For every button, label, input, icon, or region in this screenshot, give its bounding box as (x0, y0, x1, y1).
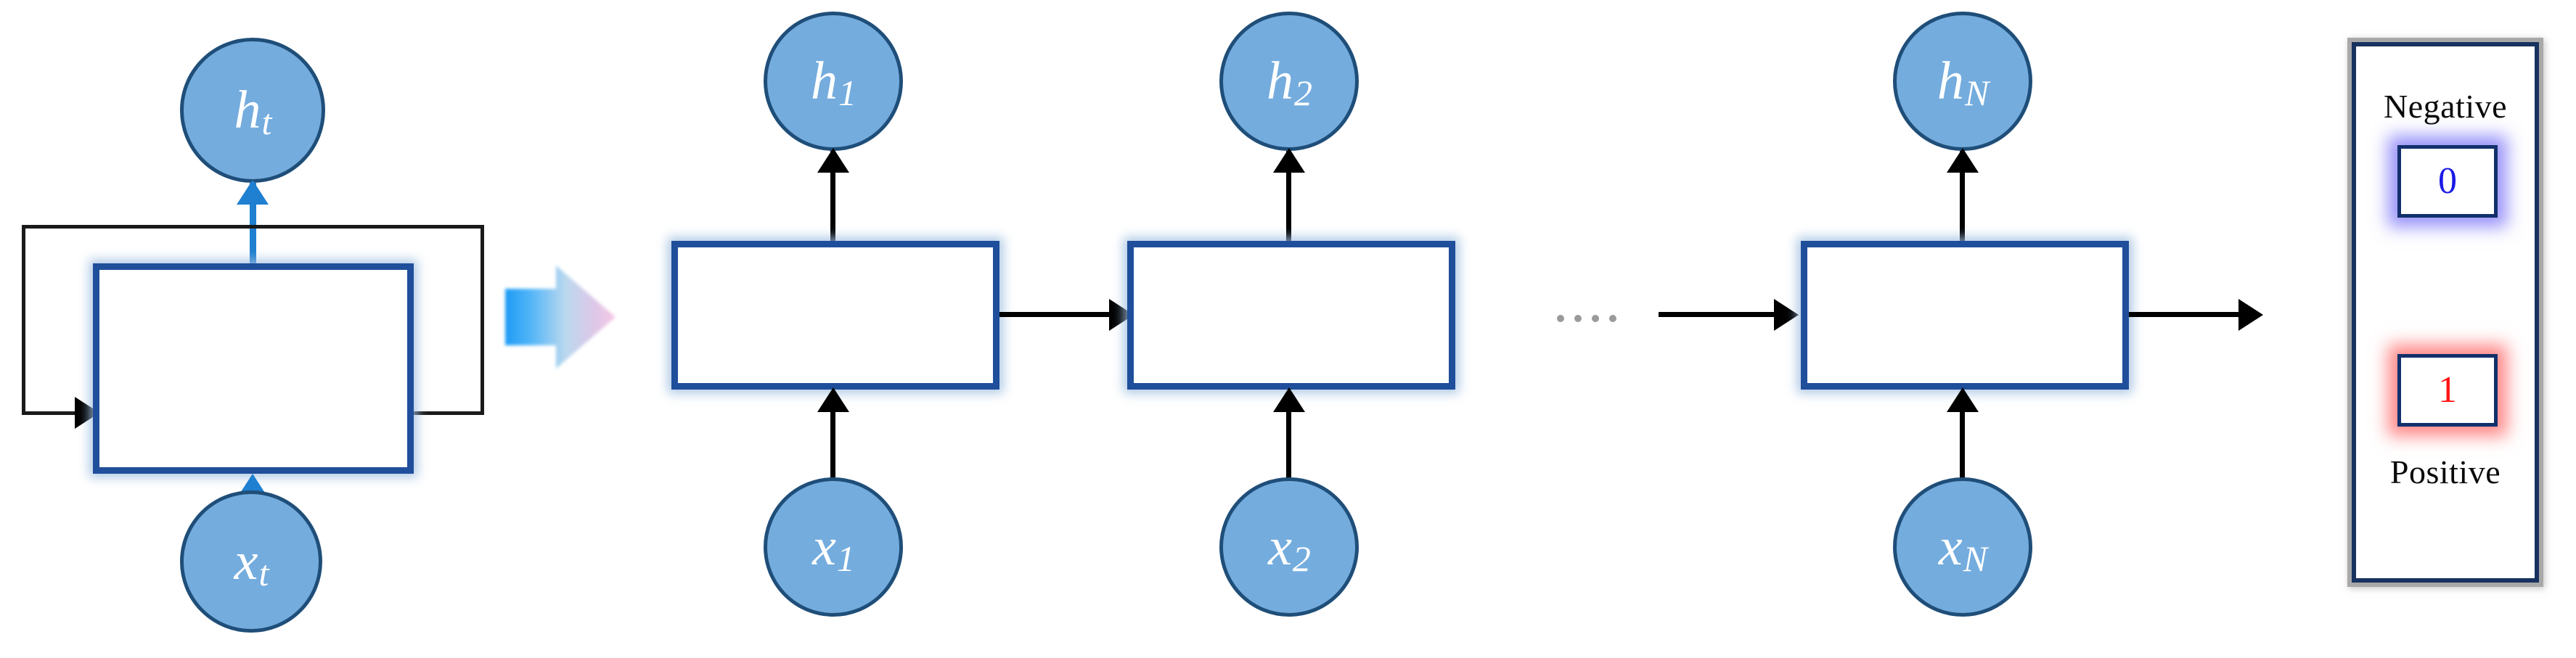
node-base-label: h (1937, 52, 1964, 111)
node-base-label: x (1938, 517, 1963, 577)
node-subscript-label: t (261, 102, 272, 142)
negative-class-chip[interactable]: 0 (2397, 145, 2498, 218)
classifier-input-arrow-head-icon (2238, 299, 2263, 331)
stepN-input-arrow-head-icon (1947, 387, 1979, 412)
positive-class-value: 1 (2438, 369, 2457, 411)
recurrent-loop-right (481, 225, 484, 415)
node-subscript-label: 1 (838, 73, 856, 113)
state-arrow-1-to-2-line (999, 312, 1116, 317)
positive-class-label: Positive (2389, 453, 2501, 490)
step1-input-arrow-head-icon (817, 387, 849, 412)
node-subscript-label: 2 (1292, 538, 1311, 579)
node-subscript-label: 1 (836, 538, 855, 579)
step2-input-arrow-line (1286, 392, 1291, 479)
step2-input-arrow-head-icon (1273, 387, 1305, 412)
step2-output-arrow-head-icon (1273, 148, 1305, 173)
node-base-label: h (234, 81, 261, 140)
node-subscript-label: 2 (1294, 73, 1312, 113)
unrolled-rnn-cell-2 (1127, 241, 1455, 390)
folded-output-arrow-line (250, 183, 256, 264)
folded-output-arrow-head-icon (237, 180, 269, 205)
recurrent-loop-bottom-left (22, 411, 102, 415)
folded-rnn-cell (93, 263, 414, 474)
stepN-output-arrow-line (1960, 151, 1965, 244)
recurrent-loop-left (22, 225, 25, 415)
stepN-input-arrow-line (1960, 392, 1965, 479)
node-base-label: h (811, 52, 838, 111)
step1-output-arrow-head-icon (817, 148, 849, 173)
classifier-input-arrow-line (2129, 312, 2245, 317)
ellipsis-dots-icon (1557, 315, 1616, 322)
unrolled-rnn-cell-1 (671, 241, 999, 390)
stepN-output-arrow-head-icon (1947, 148, 1979, 173)
node-subscript-label: N (1964, 73, 1990, 113)
node-base-label: x (1268, 517, 1292, 577)
negative-class-label: Negative (2383, 88, 2508, 125)
node-subscript-label: t (258, 553, 269, 593)
recurrent-loop-top (22, 225, 484, 229)
classification-panel: Negative 0 1 Positive (2352, 42, 2539, 583)
node-base-label: h (1267, 52, 1293, 111)
block-arrow-right-icon (505, 266, 616, 369)
state-arrow-to-last-head-icon (1774, 299, 1799, 331)
negative-class-value: 0 (2438, 160, 2457, 202)
unrolled-rnn-cell-N (1801, 241, 2129, 390)
step1-output-arrow-line (830, 151, 835, 244)
state-arrow-to-last-line (1659, 312, 1780, 317)
step2-output-arrow-line (1286, 151, 1291, 244)
node-subscript-label: N (1963, 538, 1988, 579)
step1-input-arrow-line (830, 392, 835, 479)
recurrent-loop-bottom-right (406, 411, 484, 415)
node-base-label: x (234, 532, 258, 591)
node-base-label: x (812, 517, 836, 577)
positive-class-chip[interactable]: 1 (2397, 354, 2498, 427)
